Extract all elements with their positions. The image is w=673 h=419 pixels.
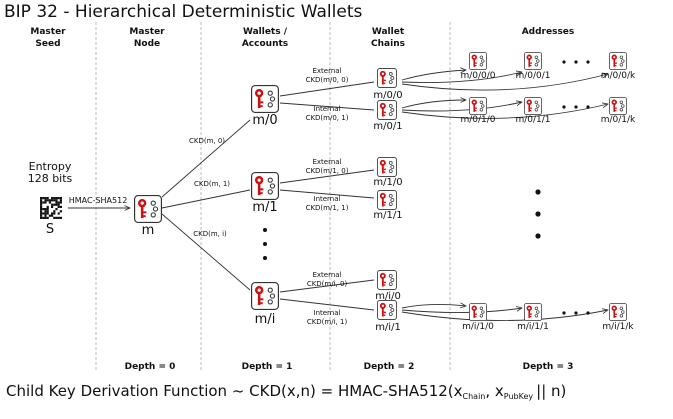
chain-ckd-label: CKD(m/0, 0) [306, 76, 349, 84]
column-dividers [95, 22, 451, 372]
key-icon [377, 100, 397, 120]
col-header-wallets-1: Wallets / [243, 27, 288, 37]
col-header-master-node-2: Node [134, 39, 160, 49]
key-icon [469, 303, 487, 321]
address-label: m/i/1/1 [517, 322, 549, 332]
depth-3-label: Depth = 3 [523, 362, 574, 372]
address-nodes: m/0/0/0 m/0/0/1 m/0/0/k m/0/1/0 m/0/1/1 … [460, 52, 636, 332]
edge-label-mi: CKD(m, i) [193, 230, 227, 238]
chain-ckd-label: CKD(m/i, 1) [307, 318, 348, 326]
key-icon [524, 97, 542, 115]
key-icon [609, 97, 627, 115]
col-header-master-node-1: Master [129, 27, 165, 37]
edge-label-m1: CKD(m, 1) [194, 180, 230, 188]
address-label: m/0/1/k [601, 115, 636, 125]
key-icon [377, 68, 397, 88]
key-icon [469, 52, 487, 70]
key-icon [469, 97, 487, 115]
formula-text: Child Key Derivation Function ~ CKD(x,n)… [6, 382, 566, 401]
chain-type-label: Internal [314, 105, 341, 113]
chain-label: m/1/0 [373, 177, 402, 188]
depth-2-label: Depth = 2 [364, 362, 415, 372]
hmac-label: HMAC-SHA512 [69, 196, 128, 205]
chain-label: m/i/1 [375, 322, 401, 333]
address-label: m/0/0/1 [515, 71, 550, 81]
key-icon [377, 300, 397, 320]
col-header-chains-2: Chains [371, 39, 405, 49]
chain-label: m/0/1 [373, 121, 402, 132]
address-label: m/0/0/k [601, 71, 636, 81]
master-node-label: m [142, 223, 155, 238]
entropy-label-2: 128 bits [28, 172, 73, 185]
chain-type-label: External [312, 158, 341, 166]
master-node: m [134, 195, 162, 238]
account-m1: m/1 [251, 172, 279, 215]
chain-nodes: m/0/0 m/0/1 m/1/0 m/1/1 m/i/0 m/i/1 [373, 68, 403, 333]
address-label: m/i/1/k [602, 322, 634, 332]
depth-labels: Depth = 0 Depth = 1 Depth = 2 Depth = 3 [125, 362, 574, 372]
key-icon [609, 52, 627, 70]
address-label: m/0/1/1 [515, 115, 550, 125]
chain-ckd-label: CKD(m/1, 1) [306, 204, 349, 212]
key-icon [524, 303, 542, 321]
entropy-label-1: Entropy [29, 160, 72, 173]
master-seed: Entropy 128 bits S HMAC-SHA512 [28, 160, 128, 237]
key-icon [377, 157, 397, 177]
chain-type-label: External [312, 271, 341, 279]
account-label: m/1 [252, 200, 277, 215]
account-m0: m/0 [251, 85, 279, 128]
chain-label: m/i/0 [375, 291, 401, 302]
account-label: m/i [255, 312, 276, 327]
key-icon [377, 270, 397, 290]
key-icon [609, 303, 627, 321]
key-icon [377, 190, 397, 210]
account-mi: m/i [251, 282, 279, 327]
chain-label: m/0/0 [373, 90, 402, 101]
account-label: m/0 [252, 113, 277, 128]
address-ellipsis [535, 60, 590, 315]
address-label: m/0/0/0 [460, 71, 495, 81]
column-headers: Master Seed Master Node Wallets / Accoun… [30, 27, 574, 49]
key-icon [134, 195, 162, 223]
chain-edge-labels: External CKD(m/0, 0) Internal CKD(m/0, 1… [306, 67, 349, 326]
qr-code-icon [40, 197, 62, 219]
col-header-chains-1: Wallet [372, 27, 405, 37]
chain-ckd-label: CKD(m/i, 0) [307, 280, 348, 288]
chain-type-label: External [312, 67, 341, 75]
chain-ckd-label: CKD(m/1, 0) [306, 167, 349, 175]
col-header-master-seed-1: Master [30, 27, 66, 37]
account-ellipsis [263, 228, 267, 260]
depth-1-label: Depth = 1 [242, 362, 293, 372]
chain-type-label: Internal [314, 195, 341, 203]
edge-label-m0: CKD(m, 0) [189, 137, 225, 145]
ckd-formula: Child Key Derivation Function ~ CKD(x,n)… [6, 382, 566, 401]
address-label: m/0/1/0 [460, 115, 495, 125]
address-label: m/i/1/0 [462, 322, 494, 332]
depth-0-label: Depth = 0 [125, 362, 176, 372]
col-header-wallets-2: Accounts [242, 39, 288, 49]
key-icon [251, 282, 279, 310]
chain-ckd-label: CKD(m/0, 1) [306, 114, 349, 122]
seed-label: S [46, 222, 54, 237]
chain-type-label: Internal [314, 309, 341, 317]
key-icon [524, 52, 542, 70]
col-header-addresses: Addresses [522, 27, 575, 37]
chain-label: m/1/1 [373, 210, 402, 221]
col-header-master-seed-2: Seed [35, 39, 60, 49]
edges [68, 70, 608, 321]
key-icon [251, 172, 279, 200]
diagram-title: BIP 32 - Hierarchical Deterministic Wall… [4, 2, 362, 22]
key-icon [251, 85, 279, 113]
